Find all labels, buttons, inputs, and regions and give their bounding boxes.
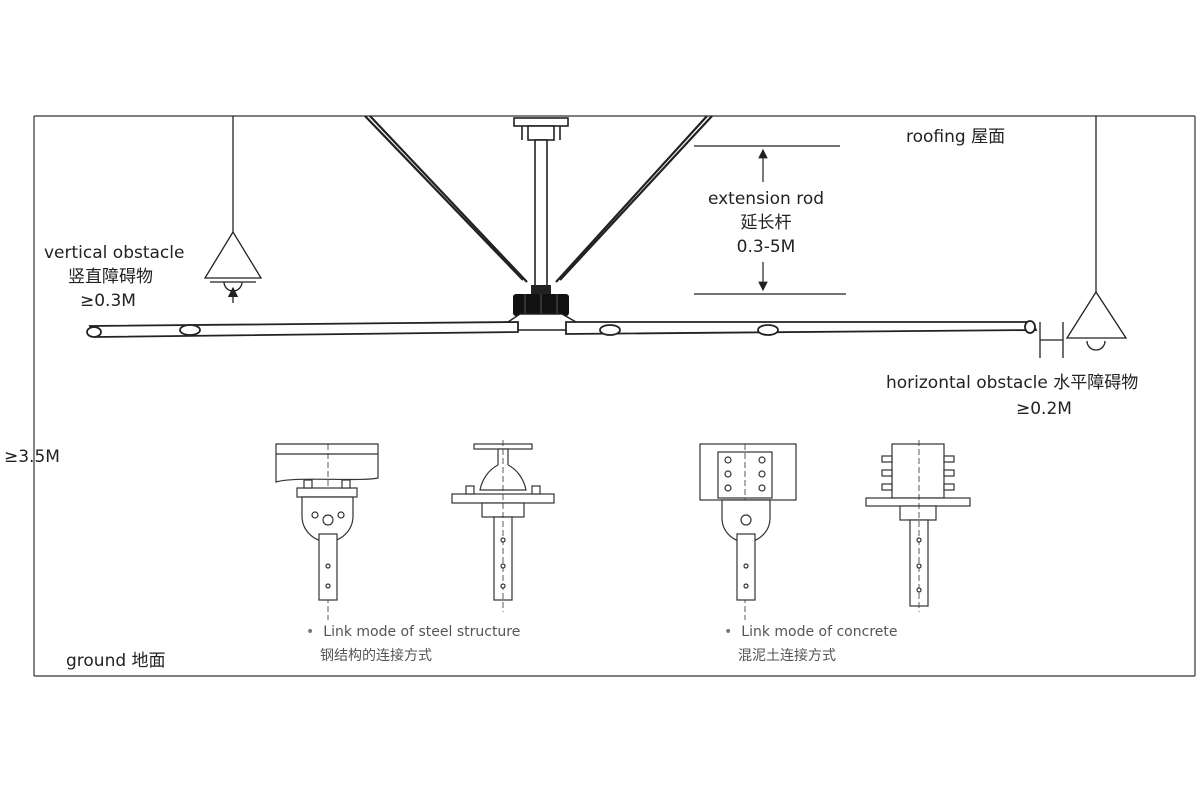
concrete-link-caption-zh: 混泥土连接方式 <box>738 648 836 664</box>
min-height-label: ≥3.5M <box>4 447 60 467</box>
horizontal-obstacle-distance: ≥0.2M <box>1016 399 1072 419</box>
concrete-link-front-view <box>865 440 971 612</box>
ground-label: ground 地面 <box>66 651 166 671</box>
horizontal-obstacle-label: horizontal obstacle 水平障碍物 <box>886 373 1139 393</box>
fan-blades <box>86 320 1038 338</box>
extension-rod <box>534 139 548 291</box>
extension-rod-assembly <box>513 117 569 291</box>
blade-right <box>565 321 1038 335</box>
steel-link-caption: Link mode of steel structure <box>306 622 520 642</box>
horizontal-obstacle-lamp <box>1039 116 1128 358</box>
room-frame <box>33 115 1196 677</box>
vertical-obstacle-distance: ≥0.3M <box>80 291 136 311</box>
steel-link-front-view <box>451 440 555 612</box>
vertical-obstacle-label: vertical obstacle <box>44 243 185 263</box>
concrete-link-side-view <box>699 443 797 620</box>
extension-rod-dimension <box>694 145 846 295</box>
steel-link-side-view <box>275 443 379 620</box>
roofing-label: roofing 屋面 <box>906 127 1006 147</box>
vertical-obstacle-lamp <box>203 116 263 303</box>
extension-rod-label: extension rod <box>707 189 825 209</box>
extension-rod-range: 0.3-5M <box>736 237 796 257</box>
blade-left <box>88 321 519 338</box>
fan-motor <box>506 285 578 331</box>
support-cables <box>364 115 713 283</box>
extension-rod-label-zh: 延长杆 <box>740 213 792 233</box>
ceiling-mount-plate <box>513 117 569 127</box>
steel-link-caption-zh: 钢结构的连接方式 <box>320 648 432 664</box>
concrete-link-caption: Link mode of concrete <box>724 622 897 642</box>
vertical-obstacle-label-zh: 竖直障碍物 <box>68 267 153 287</box>
